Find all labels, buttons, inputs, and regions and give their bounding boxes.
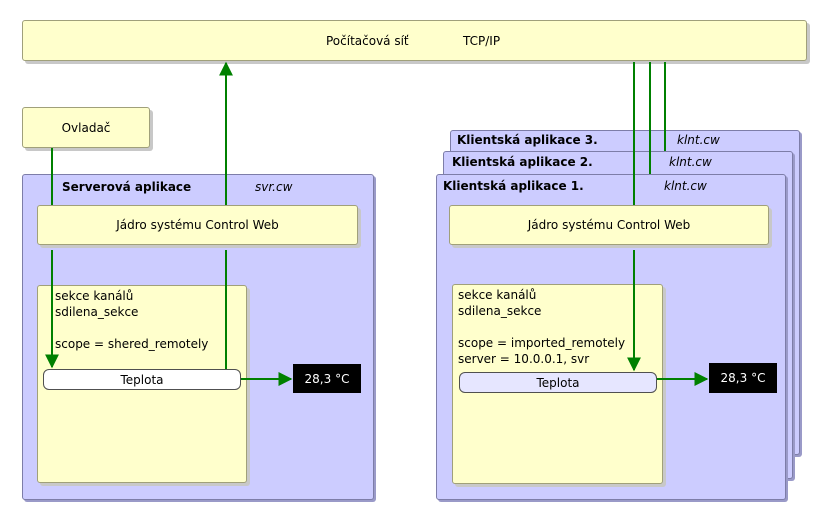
client-channel-label: Teplota [536,375,580,390]
network-bar: Počítačová síť TCP/IP [22,20,807,61]
server-title: Serverová aplikace [62,180,192,194]
server-channel-teplota: Teplota [43,369,241,390]
client-channel-teplota: Teplota [459,372,657,393]
client-section-line1: sekce kanálů [458,288,537,302]
client-channel-section: sekce kanálů sdilena_sekce scope = impor… [452,284,663,484]
server-section-line1: sekce kanálů [55,289,134,303]
server-section-line2: sdilena_sekce [55,305,139,319]
server-core-label: Jádro systému Control Web [116,218,279,232]
server-file: svr.cw [255,180,293,194]
client-section-line3: scope = imported_remotely [458,336,626,350]
controller-label: Ovladač [61,120,111,135]
client-1-title: Klientská aplikace 1. [443,179,584,193]
controller-box: Ovladač [22,107,150,148]
server-core-box: Jádro systému Control Web [37,205,358,245]
network-label: Počítačová síť [326,34,409,48]
client-2-title: Klientská aplikace 2. [452,155,593,169]
client-section-line4: server = 10.0.0.1, svr [458,352,590,366]
client-section-line2: sdilena_sekce [458,304,542,318]
server-display: 28,3 °C [293,364,361,393]
client-display: 28,3 °C [709,363,777,393]
client-display-value: 28,3 °C [720,371,766,385]
client-core-box: Jádro systému Control Web [449,205,769,245]
client-3-file: klnt.cw [677,133,720,147]
client-core-label: Jádro systému Control Web [527,218,691,232]
client-1-file: klnt.cw [664,179,707,193]
network-protocol: TCP/IP [463,34,501,48]
server-channel-label: Teplota [120,372,164,387]
client-3-title: Klientská aplikace 3. [457,133,598,147]
client-2-file: klnt.cw [669,155,712,169]
server-section-line3: scope = shered_remotely [55,337,209,351]
server-display-value: 28,3 °C [304,371,350,386]
